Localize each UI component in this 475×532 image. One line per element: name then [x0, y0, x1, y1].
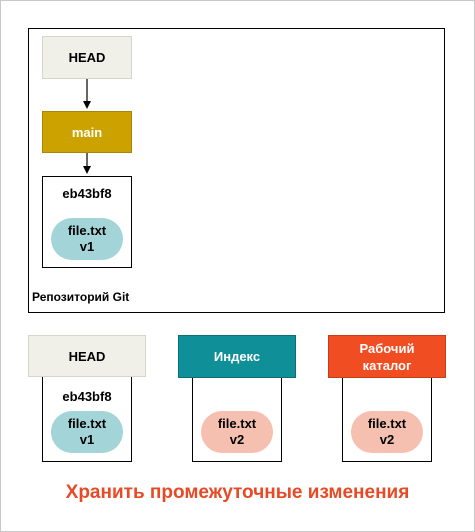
head-area-label: HEAD [68, 348, 106, 364]
head-commit-box: eb43bf8 file.txt v1 [42, 370, 132, 462]
workdir-file-blob: file.txt v2 [351, 411, 423, 453]
repo-file-blob: file.txt v1 [51, 218, 123, 260]
repo-head-box: HEAD [42, 36, 132, 79]
head-file-name: file.txt [67, 416, 107, 431]
workdir-label-line1: Рабочий [359, 340, 415, 356]
workdir-label-line2: каталог [362, 357, 412, 373]
index-area-container: file.txt v2 [192, 370, 282, 462]
workdir-area-container: file.txt v2 [342, 370, 432, 462]
caption: Хранить промежуточные изменения [65, 482, 410, 503]
workdir-file-name: file.txt [367, 416, 407, 431]
head-area-box: HEAD [28, 335, 146, 377]
repo-head-label: HEAD [68, 50, 106, 65]
index-file-name: file.txt [217, 416, 257, 431]
repo-commit-id: eb43bf8 [62, 186, 112, 201]
head-commit-id: eb43bf8 [62, 389, 112, 404]
head-file-blob: file.txt v1 [51, 411, 123, 453]
index-area-label: Индекс [213, 349, 261, 364]
branch-main-box: main [42, 111, 132, 153]
workdir-area-box: Рабочий каталог [328, 335, 446, 378]
repo-file-name: file.txt [67, 223, 107, 238]
repo-file-version: v1 [79, 239, 95, 254]
index-area-box: Индекс [178, 335, 296, 378]
head-file-version: v1 [79, 432, 95, 447]
index-file-version: v2 [229, 432, 245, 447]
index-file-blob: file.txt v2 [201, 411, 273, 453]
repo-commit-box: eb43bf8 file.txt v1 [42, 176, 132, 268]
branch-label: main [71, 124, 103, 140]
repo-label: Репозиторий Git [32, 290, 130, 304]
workdir-file-version: v2 [379, 432, 395, 447]
repository-box [28, 28, 445, 313]
